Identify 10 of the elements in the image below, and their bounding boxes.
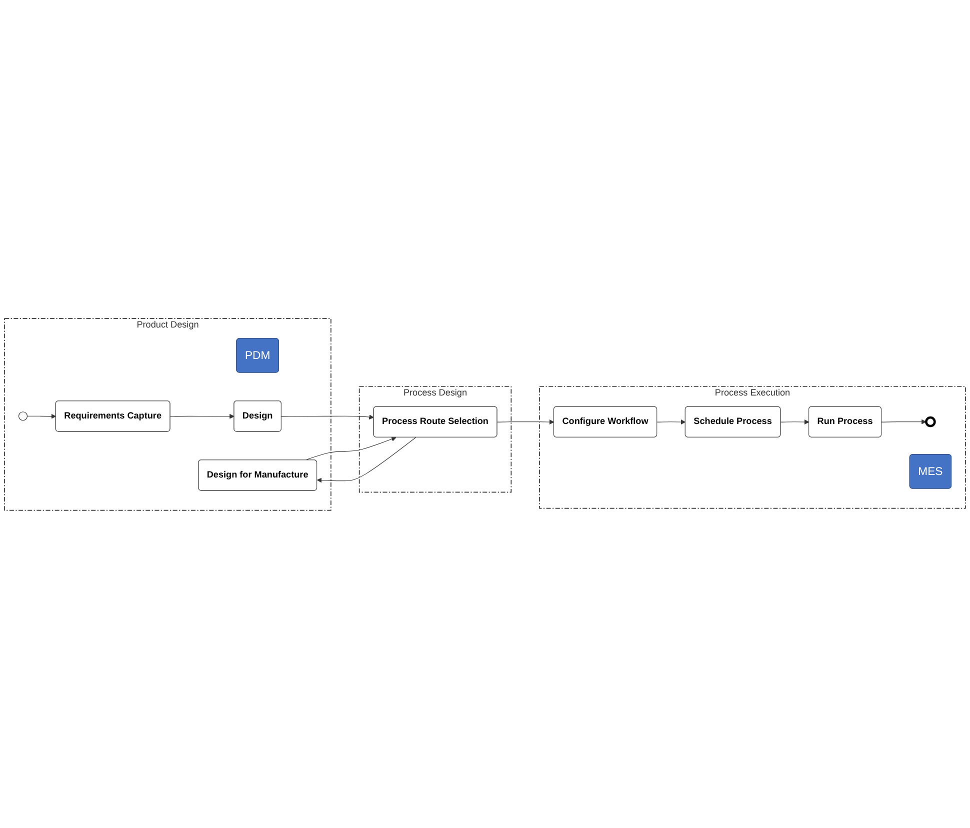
arrow	[780, 419, 810, 424]
arrow	[496, 419, 554, 424]
arrow	[281, 414, 374, 420]
arrow	[656, 419, 686, 424]
arrow	[26, 413, 56, 418]
arrow	[881, 418, 926, 424]
node-circle	[18, 411, 28, 420]
node-circle	[925, 416, 936, 427]
arrow	[170, 413, 234, 418]
arrow	[316, 436, 416, 482]
